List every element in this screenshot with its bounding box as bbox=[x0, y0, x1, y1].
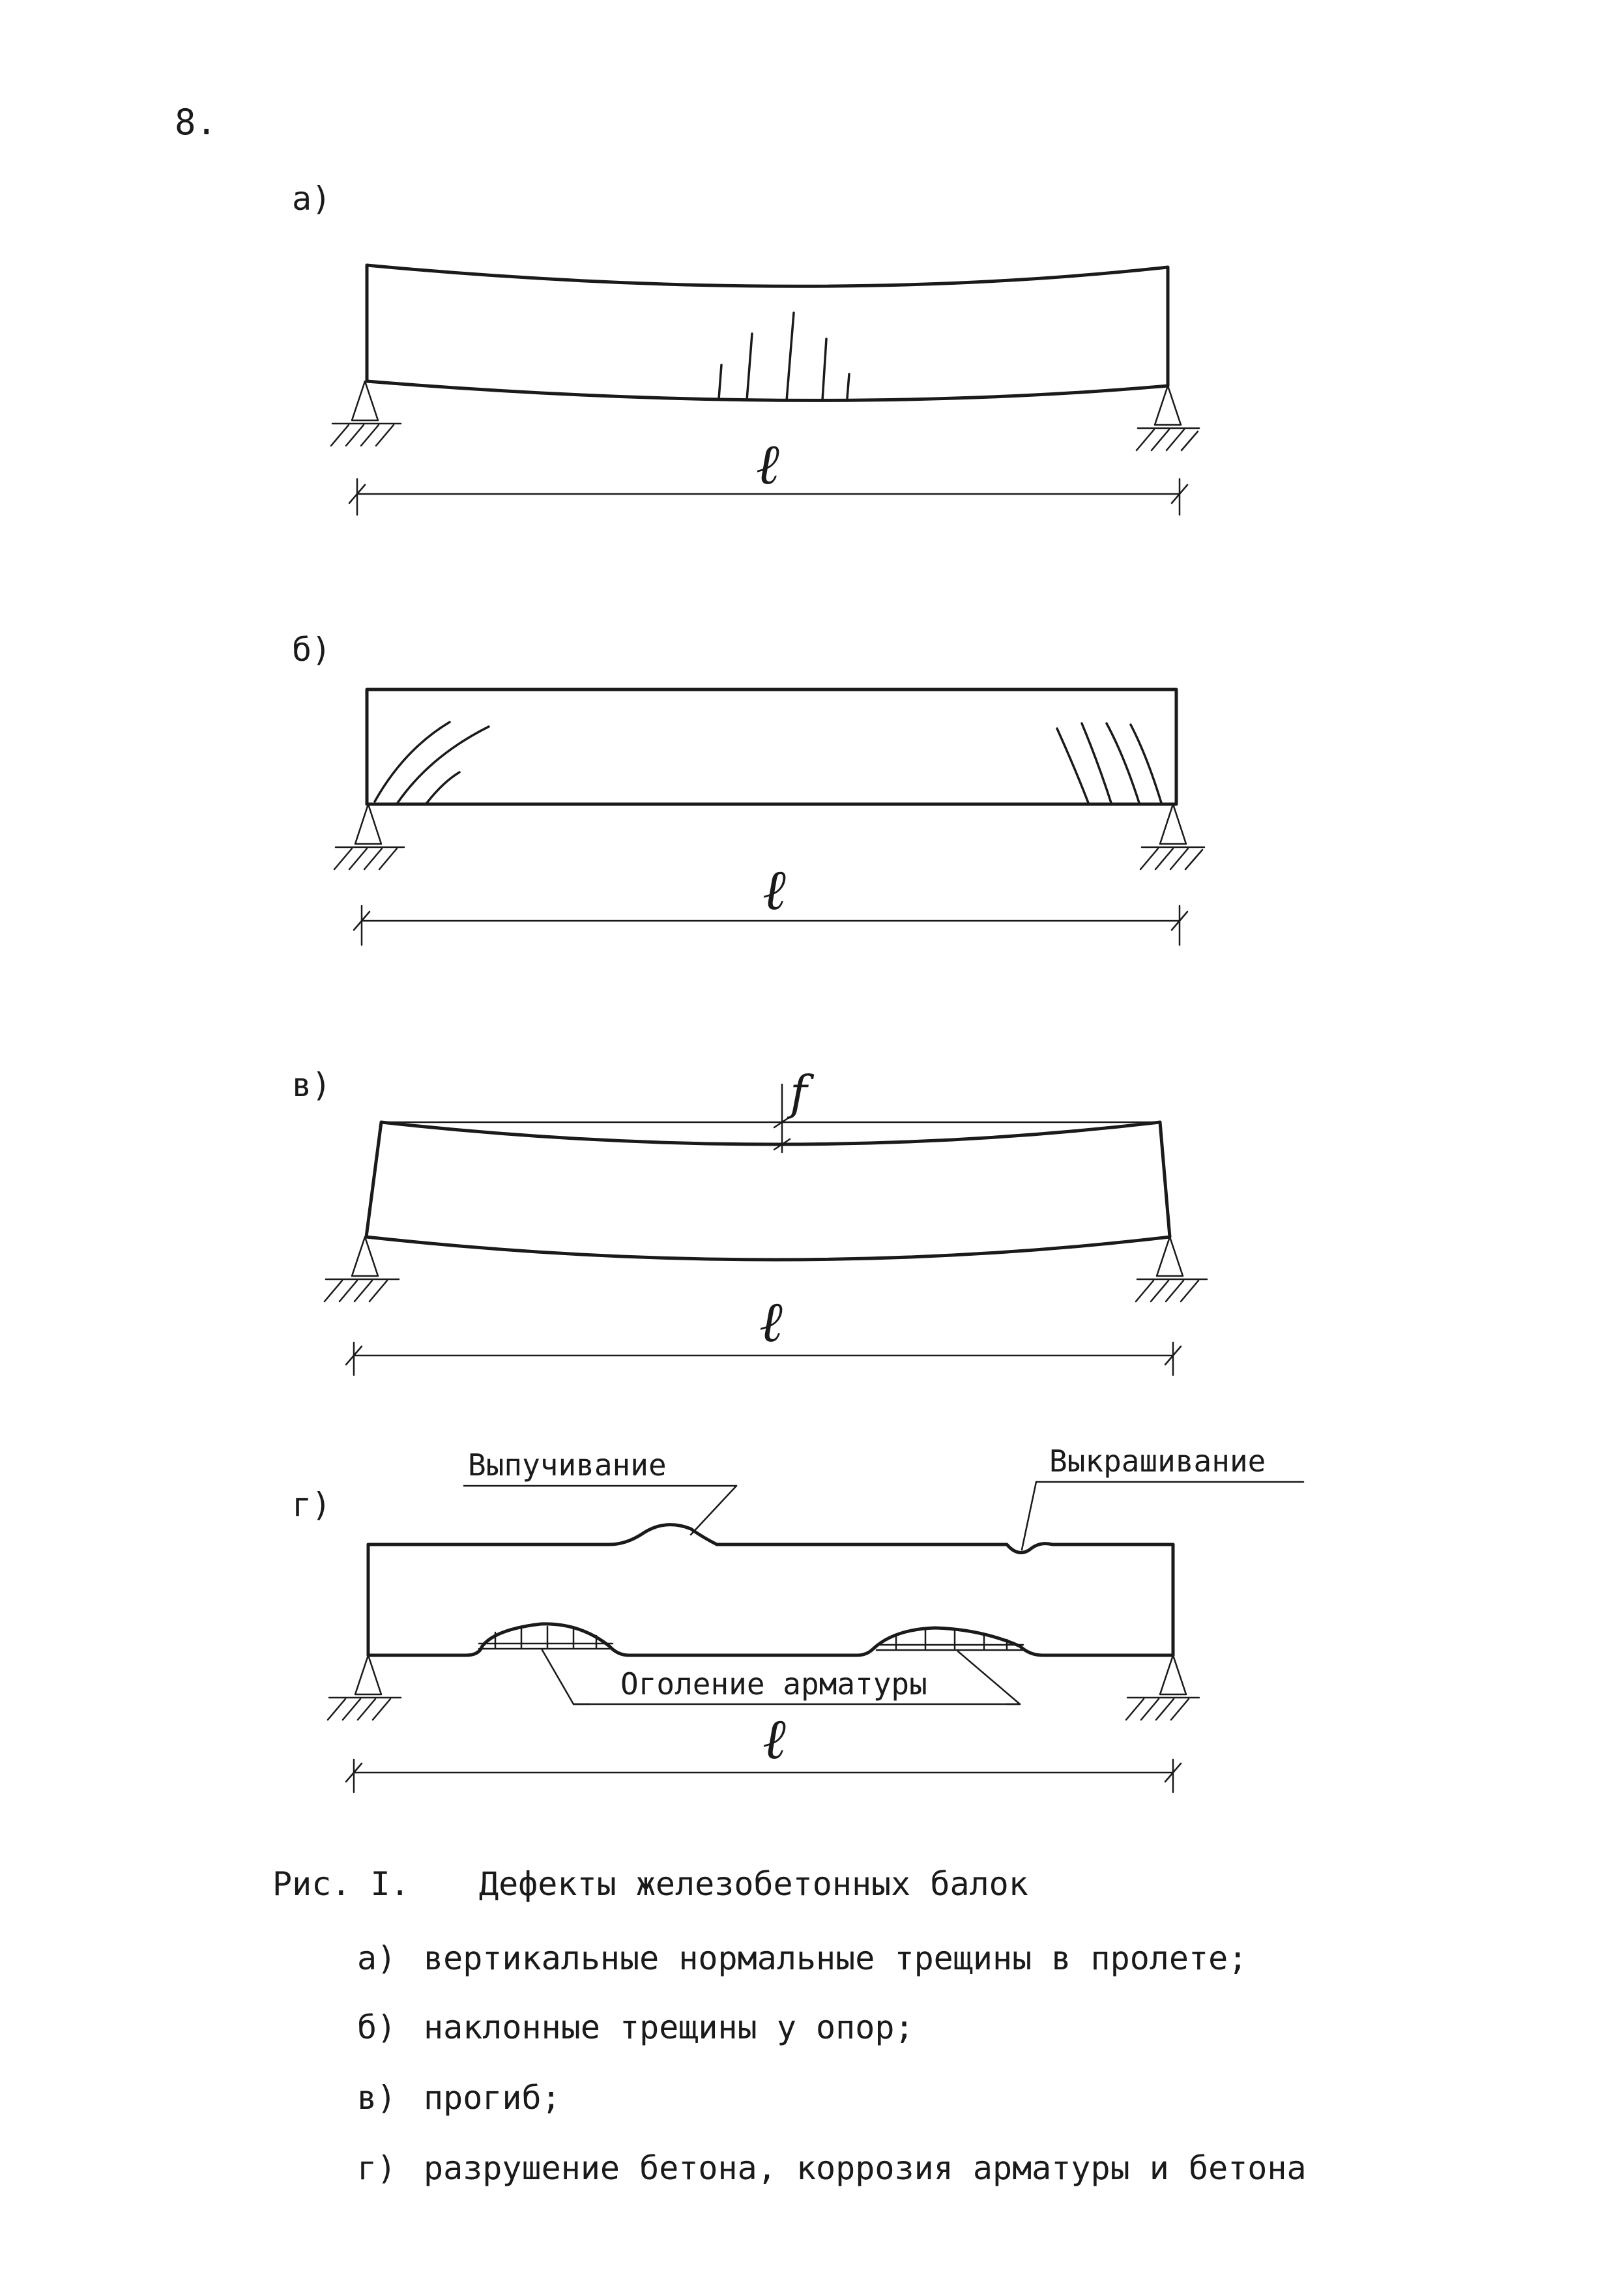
span-symbol: ℓ bbox=[762, 1707, 786, 1772]
beam-c-right-end bbox=[1158, 1120, 1172, 1239]
support-right bbox=[1125, 1654, 1200, 1721]
beam-a-bottom-edge bbox=[365, 379, 1170, 402]
span-symbol: ℓ bbox=[756, 432, 779, 497]
span-symbol: ℓ bbox=[762, 858, 786, 923]
caption-item-marker: г) bbox=[357, 2149, 396, 2187]
panel-b-label: б) bbox=[292, 631, 331, 669]
panel-c-label: в) bbox=[292, 1066, 331, 1104]
beam-d-bottom-edge bbox=[366, 1622, 1175, 1657]
beam-b-outline bbox=[365, 688, 1178, 806]
caption-title: Дефекты железобетонных балок bbox=[479, 1865, 1028, 1903]
crack bbox=[718, 364, 723, 400]
buckling-label: Выпучивание bbox=[468, 1447, 667, 1483]
spalling-leader bbox=[1021, 1481, 1037, 1551]
crack bbox=[1056, 727, 1090, 804]
span-dimension-a bbox=[348, 478, 1189, 516]
crack bbox=[396, 725, 490, 804]
deflection-symbol: f bbox=[787, 1065, 815, 1120]
exposed-rebar-label: Оголение арматуры bbox=[620, 1666, 927, 1702]
crack bbox=[746, 332, 753, 401]
exposed-rebar-right bbox=[875, 1629, 1024, 1651]
deflection-dimension bbox=[773, 1083, 791, 1153]
span-dimension-b bbox=[353, 905, 1189, 946]
exposed-rebar-left bbox=[478, 1625, 614, 1650]
spalling-label: Выкрашивание bbox=[1049, 1443, 1266, 1479]
crack bbox=[1080, 722, 1112, 804]
support-left bbox=[326, 1654, 402, 1721]
beam-c-bottom-edge bbox=[364, 1235, 1172, 1262]
panel-b: б) ℓ bbox=[292, 631, 1206, 946]
beam-c-left-end bbox=[364, 1120, 383, 1239]
panel-a: а) ℓ bbox=[292, 180, 1200, 516]
buckling-leader bbox=[689, 1485, 738, 1536]
span-dimension-d bbox=[345, 1758, 1182, 1793]
page-number: 8. bbox=[175, 102, 217, 143]
span-dimension-c bbox=[345, 1341, 1182, 1376]
crack bbox=[373, 721, 451, 803]
support-right bbox=[1135, 1236, 1208, 1303]
exposed-rebar-leader-right bbox=[957, 1650, 1021, 1705]
panel-c: в) f ℓ bbox=[292, 1065, 1208, 1376]
caption-item-text: наклонные трещины у опор; bbox=[424, 2008, 914, 2046]
caption-number: Рис. I. bbox=[272, 1865, 410, 1903]
panel-a-label: а) bbox=[292, 180, 331, 218]
support-left bbox=[333, 803, 405, 871]
support-right bbox=[1135, 384, 1200, 452]
normal-cracks bbox=[718, 312, 850, 402]
support-left bbox=[323, 1236, 400, 1303]
crack bbox=[785, 312, 795, 402]
caption-item-marker: в) bbox=[357, 2079, 396, 2117]
caption-item-text: вертикальные нормальные трещины в пролет… bbox=[424, 1939, 1247, 1977]
exposed-rebar-leader-left bbox=[541, 1649, 591, 1705]
figure-caption: Рис. I. Дефекты железобетонных балок а) … bbox=[272, 1865, 1307, 2187]
crack bbox=[846, 373, 850, 399]
crack bbox=[1105, 722, 1140, 804]
crack bbox=[1129, 723, 1163, 804]
panel-d: г) Выпучивание Выкрашивание Оголение арм… bbox=[292, 1443, 1305, 1793]
crack bbox=[821, 338, 828, 401]
inclined-cracks-left bbox=[373, 721, 490, 804]
caption-item-marker: а) bbox=[357, 1939, 396, 1977]
support-left bbox=[330, 380, 402, 447]
beam-c-top-edge bbox=[379, 1120, 1162, 1146]
caption-item-text: прогиб; bbox=[424, 2079, 561, 2117]
beam-d-top-edge bbox=[366, 1523, 1175, 1554]
span-symbol: ℓ bbox=[759, 1290, 783, 1355]
beam-a-top-edge bbox=[365, 263, 1170, 288]
caption-item-marker: б) bbox=[357, 2008, 396, 2046]
caption-item-text: разрушение бетона, коррозия арматуры и б… bbox=[424, 2149, 1307, 2187]
panel-d-label: г) bbox=[292, 1486, 331, 1524]
support-right bbox=[1139, 803, 1206, 871]
crack bbox=[426, 771, 461, 804]
inclined-cracks-right bbox=[1056, 722, 1163, 804]
